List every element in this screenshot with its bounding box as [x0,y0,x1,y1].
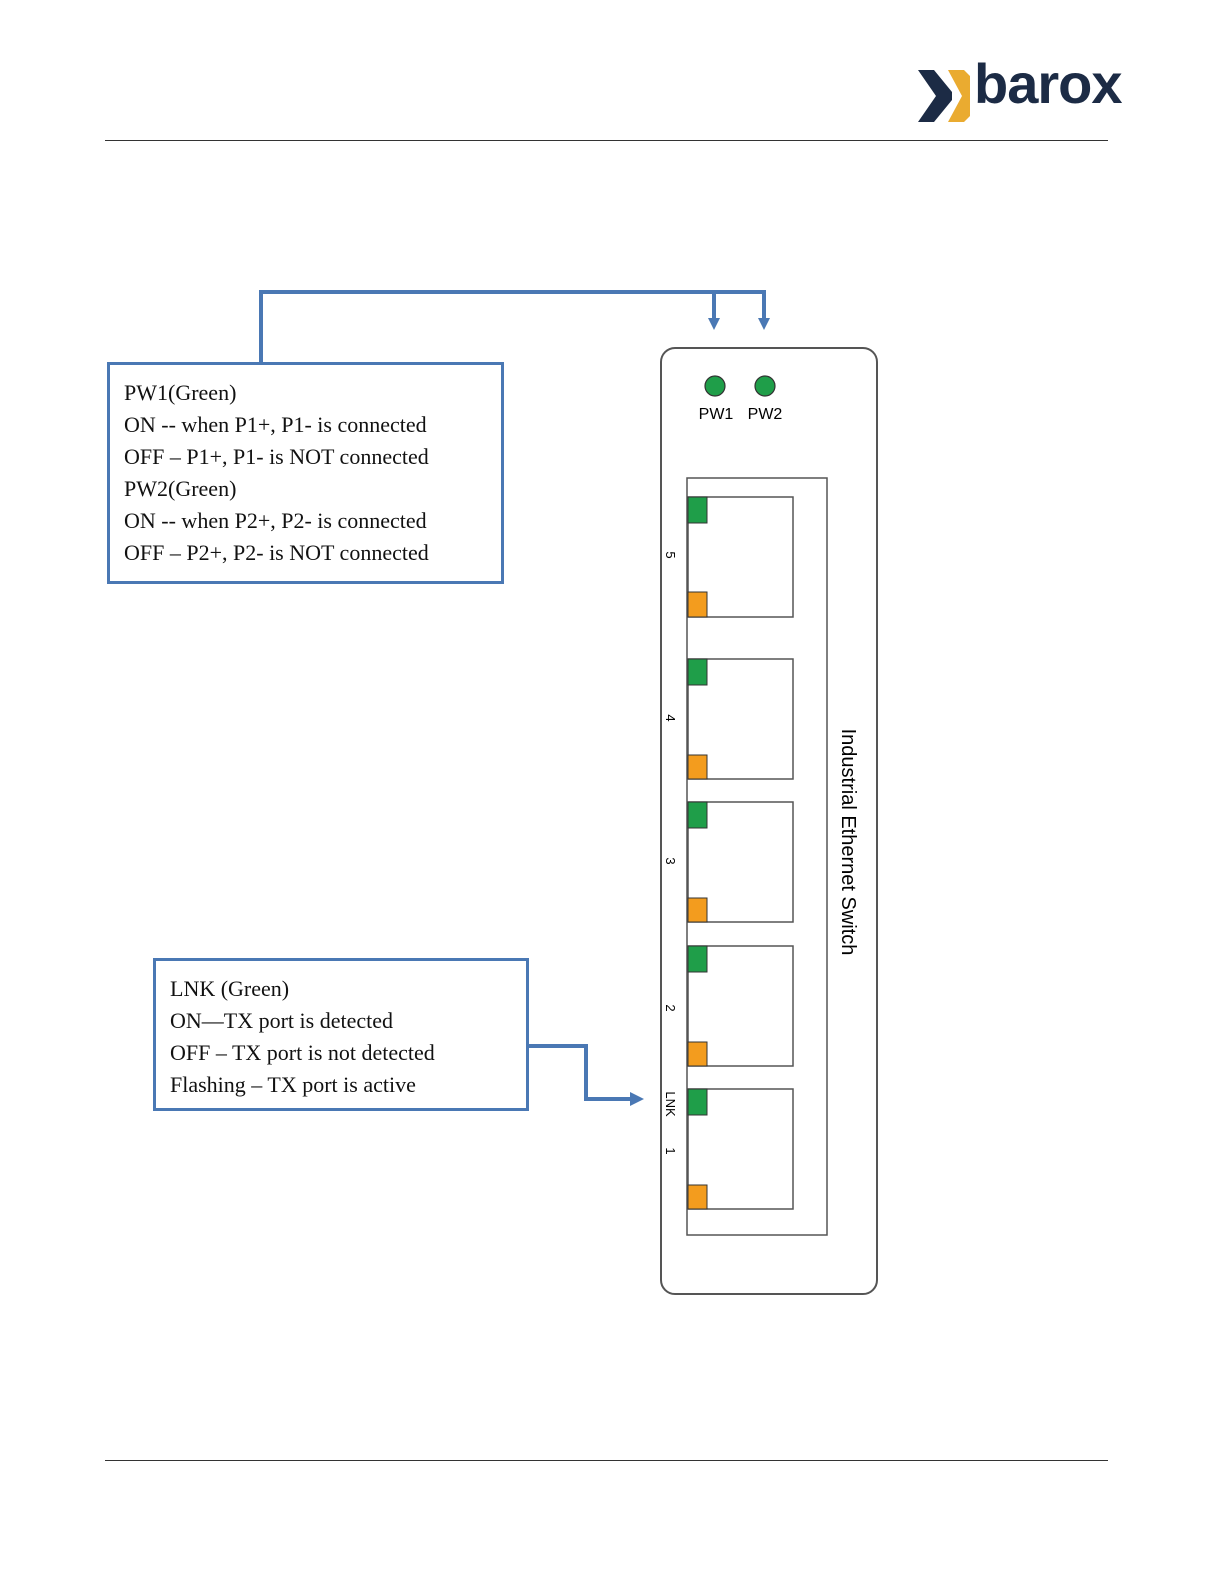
pw2-label: PW2 [748,406,783,423]
activity-led [687,897,708,923]
power-connector [259,290,770,362]
pw2-led [754,375,776,397]
callout-line: OFF – P1+, P1- is NOT connected [124,444,429,469]
port-1: LNK 1 [663,1088,794,1210]
port-2: 2 [663,945,794,1067]
footer-rule [105,1460,1108,1461]
link-led [687,945,708,973]
callout-line: PW2(Green) [124,476,237,501]
link-led [687,496,708,524]
port-3: 3 [663,801,794,923]
arrow-right-icon [630,1092,644,1106]
callout-line: PW1(Green) [124,380,237,405]
port-5: 5 [663,496,794,618]
barox-logo: barox [918,56,1122,122]
port-panel [686,477,828,1236]
callout-line: OFF – TX port is not detected [170,1040,435,1065]
activity-led [687,1041,708,1067]
port-1-label: 1 [663,1147,678,1154]
callout-line: ON—TX port is detected [170,1008,393,1033]
lnk-label: LNK [663,1091,678,1117]
callout-line: Flashing – TX port is active [170,1072,416,1097]
activity-led [687,591,708,618]
port-2-label: 2 [663,1004,678,1011]
link-led [687,801,708,829]
port-4-label: 4 [663,714,678,721]
port-3-label: 3 [663,857,678,864]
callout-line: LNK (Green) [170,976,290,1001]
arrow-down-icon [758,318,770,330]
device-title: Industrial Ethernet Switch [837,729,859,956]
connector-to-pw2 [259,290,766,362]
activity-led [687,754,708,780]
callout-line: ON -- when P2+, P2- is connected [124,508,427,533]
pw1-led [704,375,726,397]
header-rule [105,140,1108,141]
callout-line: OFF – P2+, P2- is NOT connected [124,540,429,565]
arrow-down-icon [708,318,720,330]
activity-led [687,1184,708,1210]
port-4: 4 [663,658,794,780]
barox-arrow-mark-icon [918,70,970,122]
link-connector [529,1044,644,1106]
power-led-callout: PW1(Green) ON -- when P1+, P1- is connec… [107,362,504,584]
callout-line: ON -- when P1+, P1- is connected [124,412,427,437]
link-led [687,1088,708,1116]
pw1-label: PW1 [699,406,734,423]
port-5-label: 5 [663,551,678,558]
link-led-callout: LNK (Green) ON—TX port is detected OFF –… [153,958,529,1111]
logo-text: barox [974,52,1122,115]
link-led [687,658,708,686]
